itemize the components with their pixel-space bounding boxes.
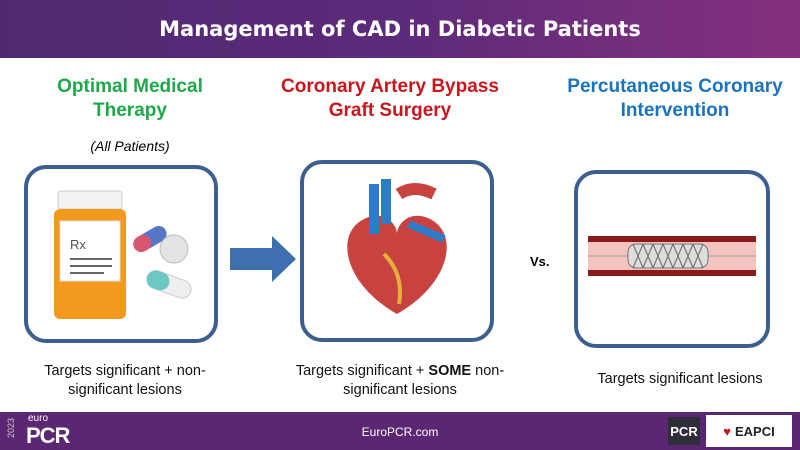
medication-box: Rx <box>24 165 218 343</box>
title-banner: Management of CAD in Diabetic Patients <box>0 0 800 58</box>
caption-emphasis: SOME <box>428 363 472 379</box>
vs-label: Vs. <box>530 254 550 269</box>
pill-bottle-icon: Rx <box>54 190 192 319</box>
page-title: Management of CAD in Diabetic Patients <box>159 17 641 41</box>
rx-label: Rx <box>70 237 86 252</box>
stent-box <box>574 170 770 348</box>
website-link[interactable]: EuroPCR.com <box>361 425 439 439</box>
heart-box <box>300 160 494 342</box>
logo-euro: euro <box>28 413 49 424</box>
cabg-caption: Targets significant + SOME non-significa… <box>290 362 510 400</box>
caption-text: Targets significant + <box>295 363 429 379</box>
pcr-logo: PCR <box>668 417 700 445</box>
logo-pcr: PCR <box>26 423 70 448</box>
omt-title: Optimal Medical Therapy <box>57 76 203 121</box>
omt-subtitle: (All Patients) <box>90 138 170 154</box>
heart-logo-icon: ♥ <box>723 423 731 439</box>
stent-icon <box>588 236 756 276</box>
pci-title: Percutaneous Coronary Intervention <box>567 76 783 121</box>
pci-caption: Targets significant lesions <box>597 371 763 387</box>
heart-icon <box>347 179 447 314</box>
omt-caption: Targets significant + non-significant le… <box>44 363 206 398</box>
eapci-text: EAPCI <box>734 423 775 439</box>
arrow-right-icon <box>230 236 296 282</box>
eapci-logo: ♥EAPCI <box>706 415 792 447</box>
footer: 2023 euro PCR EuroPCR.com PCR ♥EAPCI <box>0 412 800 450</box>
caption-text: non-significant lesions <box>343 363 505 398</box>
cabg-title: Coronary Artery Bypass Graft Surgery <box>281 76 499 121</box>
